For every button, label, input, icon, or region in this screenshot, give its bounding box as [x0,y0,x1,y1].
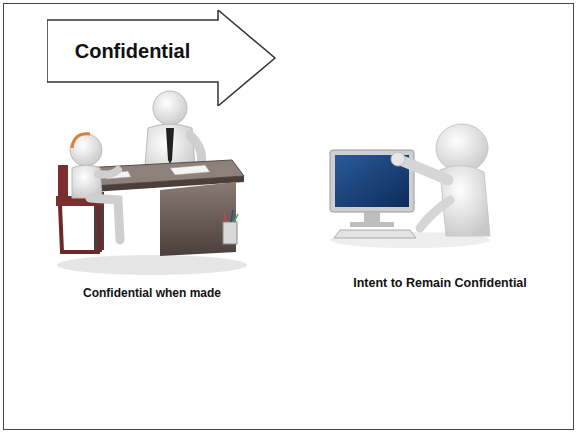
computer-scene [330,124,490,248]
desk-scene [56,91,247,275]
arrow-label: Confidential [47,20,218,82]
block-arrow: Confidential [47,10,277,106]
caption-label: Confidential when made [52,286,252,300]
caption-label: Intent to Remain Confidential [340,276,540,290]
